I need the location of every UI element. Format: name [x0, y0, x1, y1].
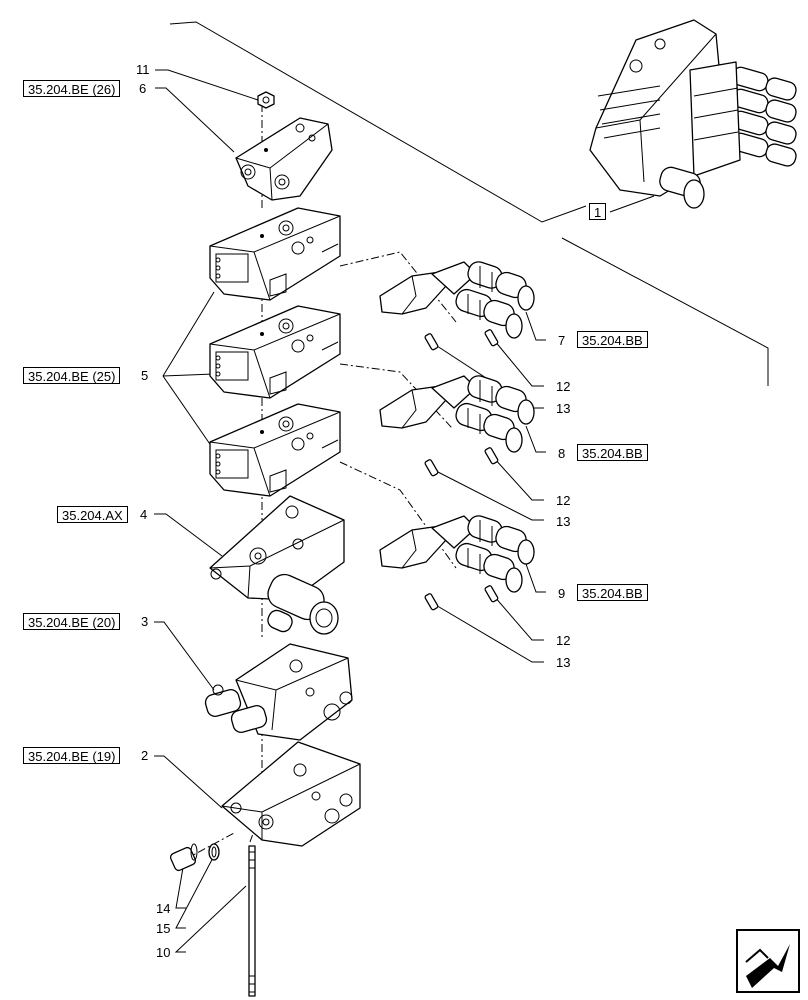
part-5-section-b — [209, 305, 341, 399]
assembled-valve-thumbnail — [589, 19, 797, 209]
part-15-o-ring — [208, 843, 220, 861]
callout-6: 6 — [139, 81, 147, 96]
part-13-screw-b — [424, 459, 439, 477]
callout-15: 15 — [156, 921, 171, 936]
part-6-end-cover — [235, 117, 333, 201]
callout-9: 9 — [558, 586, 566, 601]
part-2-base-section — [221, 741, 361, 847]
callout-11: 11 — [136, 62, 150, 77]
part-4-section — [209, 495, 345, 635]
callout-2: 2 — [141, 748, 149, 763]
ref-assembly-1[interactable]: 1 — [589, 203, 607, 220]
part-10-tie-rod — [248, 845, 256, 997]
callout-8: 8 — [558, 446, 566, 461]
ref-35-204-bb-9[interactable]: 35.204.BB — [577, 584, 648, 601]
part-9-coupler-bank — [379, 512, 535, 593]
callout-12-b: 12 — [556, 493, 571, 508]
ref-35-204-be-25[interactable]: 35.204.BE (25) — [23, 367, 121, 384]
callout-13-a: 13 — [556, 401, 571, 416]
callout-10: 10 — [156, 945, 171, 960]
ref-35-204-bb-7[interactable]: 35.204.BB — [577, 331, 648, 348]
part-5-section-c — [209, 403, 341, 497]
callout-7: 7 — [558, 333, 566, 348]
part-14-plug — [169, 843, 198, 872]
part-5-section-a — [209, 207, 341, 301]
callout-4: 4 — [140, 507, 148, 522]
ref-35-204-bb-8[interactable]: 35.204.BB — [577, 444, 648, 461]
ref-35-204-ax[interactable]: 35.204.AX — [57, 506, 128, 523]
part-11-nut — [257, 91, 275, 109]
part-12-screw-c — [484, 585, 499, 603]
part-12-screw-b — [484, 447, 499, 465]
callout-12-a: 12 — [556, 379, 571, 394]
part-13-screw-a — [424, 333, 439, 351]
page-navigation-icon[interactable] — [736, 929, 800, 993]
callout-13-c: 13 — [556, 655, 571, 670]
callout-12-c: 12 — [556, 633, 571, 648]
callout-13-b: 13 — [556, 514, 571, 529]
part-3-inlet-section — [204, 643, 353, 741]
part-7-coupler-bank — [379, 258, 535, 339]
callout-14: 14 — [156, 901, 171, 916]
ref-35-204-be-20[interactable]: 35.204.BE (20) — [23, 613, 121, 630]
callout-3: 3 — [141, 614, 149, 629]
callout-5: 5 — [141, 368, 149, 383]
part-8-coupler-bank — [379, 372, 535, 453]
ref-35-204-be-19[interactable]: 35.204.BE (19) — [23, 747, 121, 764]
part-12-screw-a — [484, 329, 499, 347]
part-13-screw-c — [424, 593, 439, 611]
ref-35-204-be-26[interactable]: 35.204.BE (26) — [23, 80, 121, 97]
